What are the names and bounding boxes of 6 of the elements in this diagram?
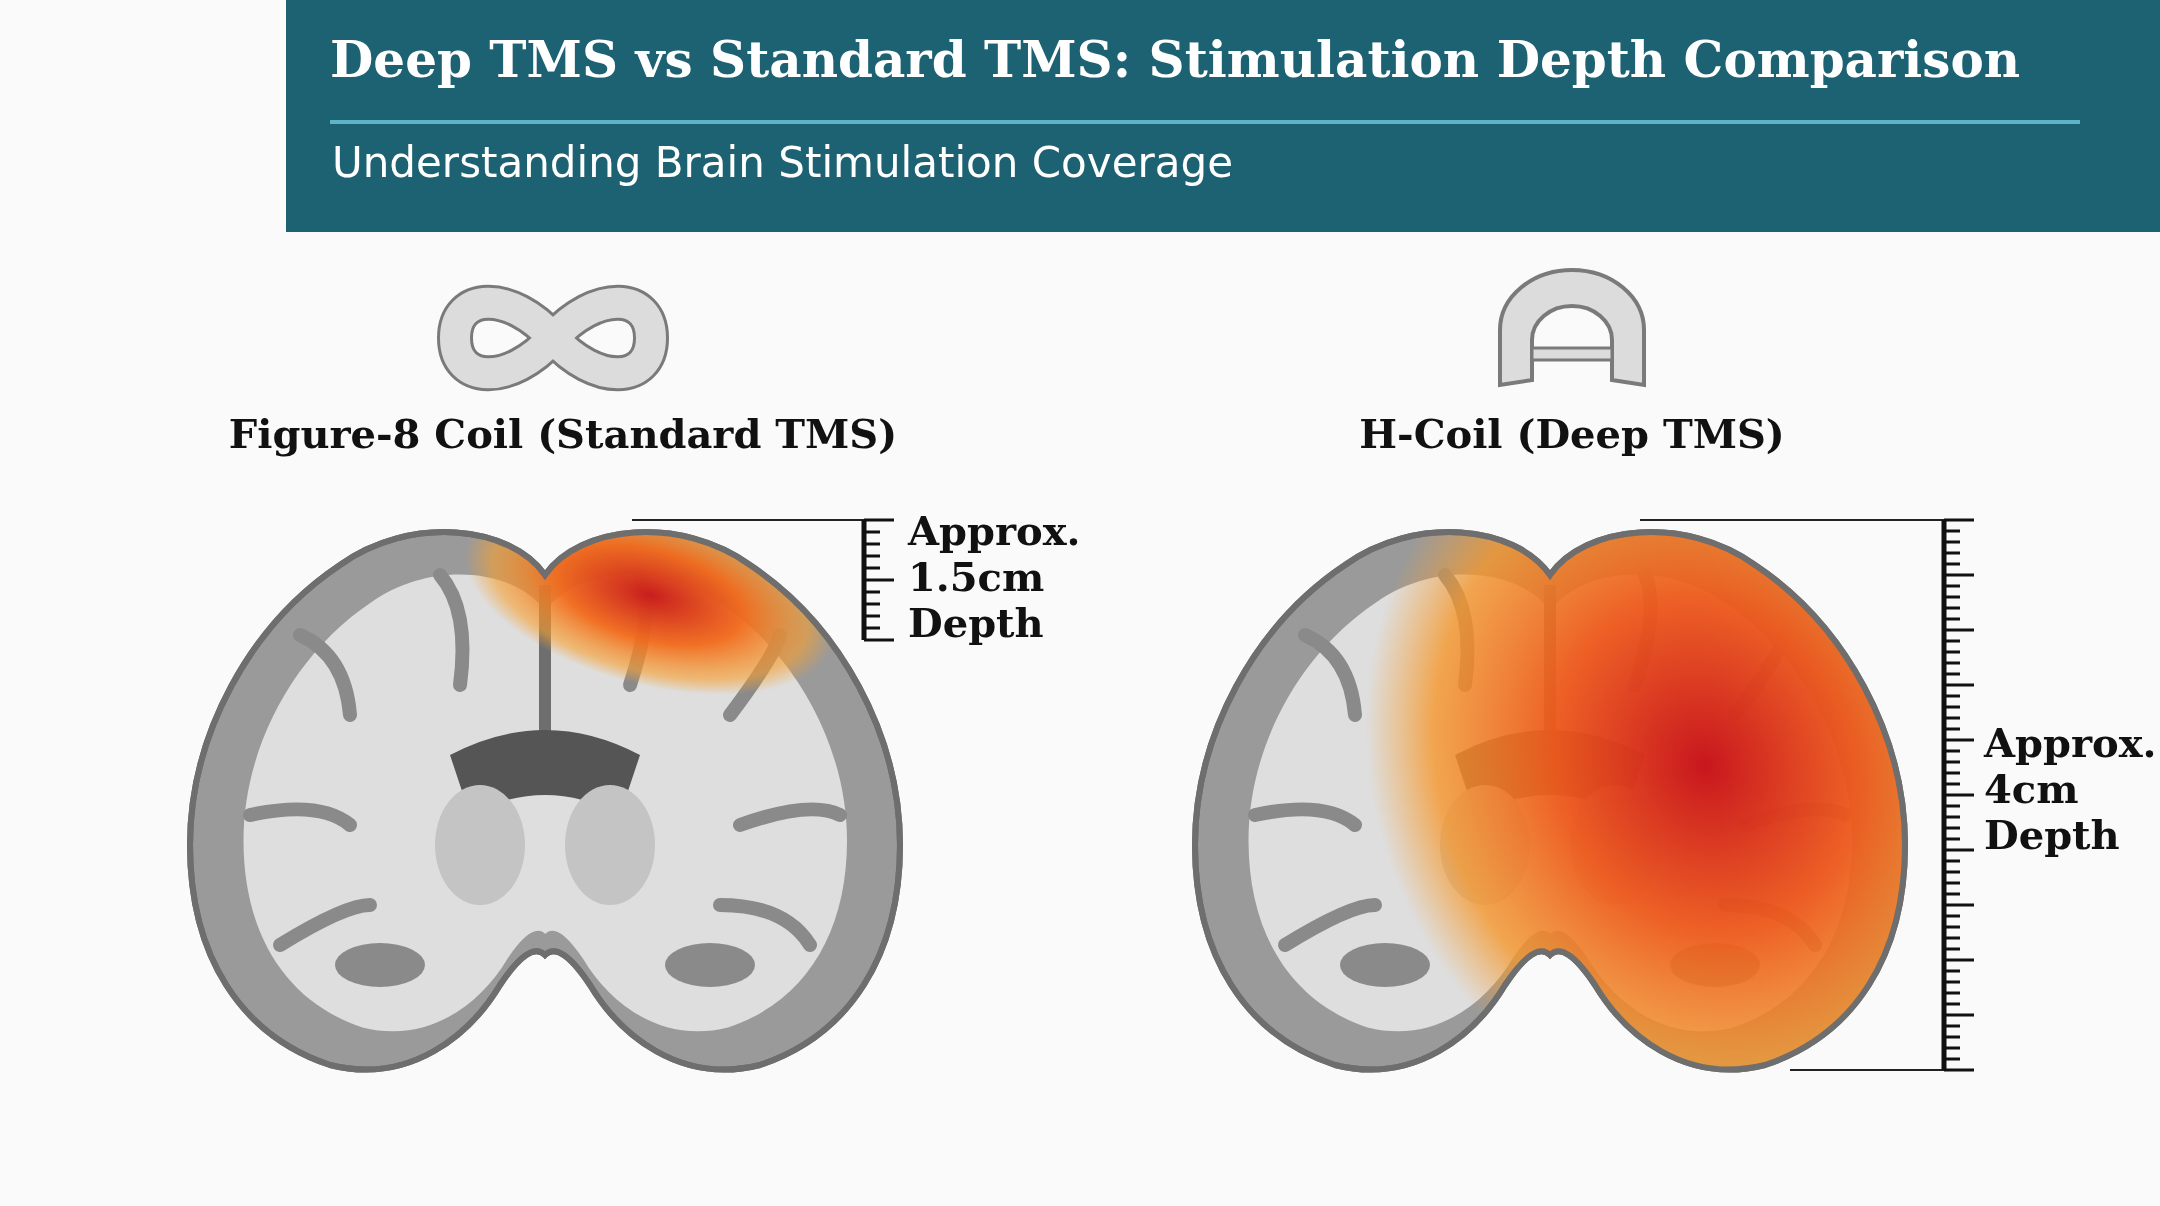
- coil-label: H-Coil (Deep TMS): [1358, 410, 1786, 457]
- depth-label: Approx. 1.5cm Depth: [908, 508, 1082, 646]
- depth-label: Approx. 4cm Depth: [1984, 720, 2154, 858]
- title: Deep TMS vs Standard TMS: Stimulation Depth Comparison: [330, 30, 2021, 89]
- subtitle: Understanding Brain Stimulation Coverage: [332, 138, 1233, 187]
- coil-label: Figure-8 Coil (Standard TMS): [227, 410, 899, 457]
